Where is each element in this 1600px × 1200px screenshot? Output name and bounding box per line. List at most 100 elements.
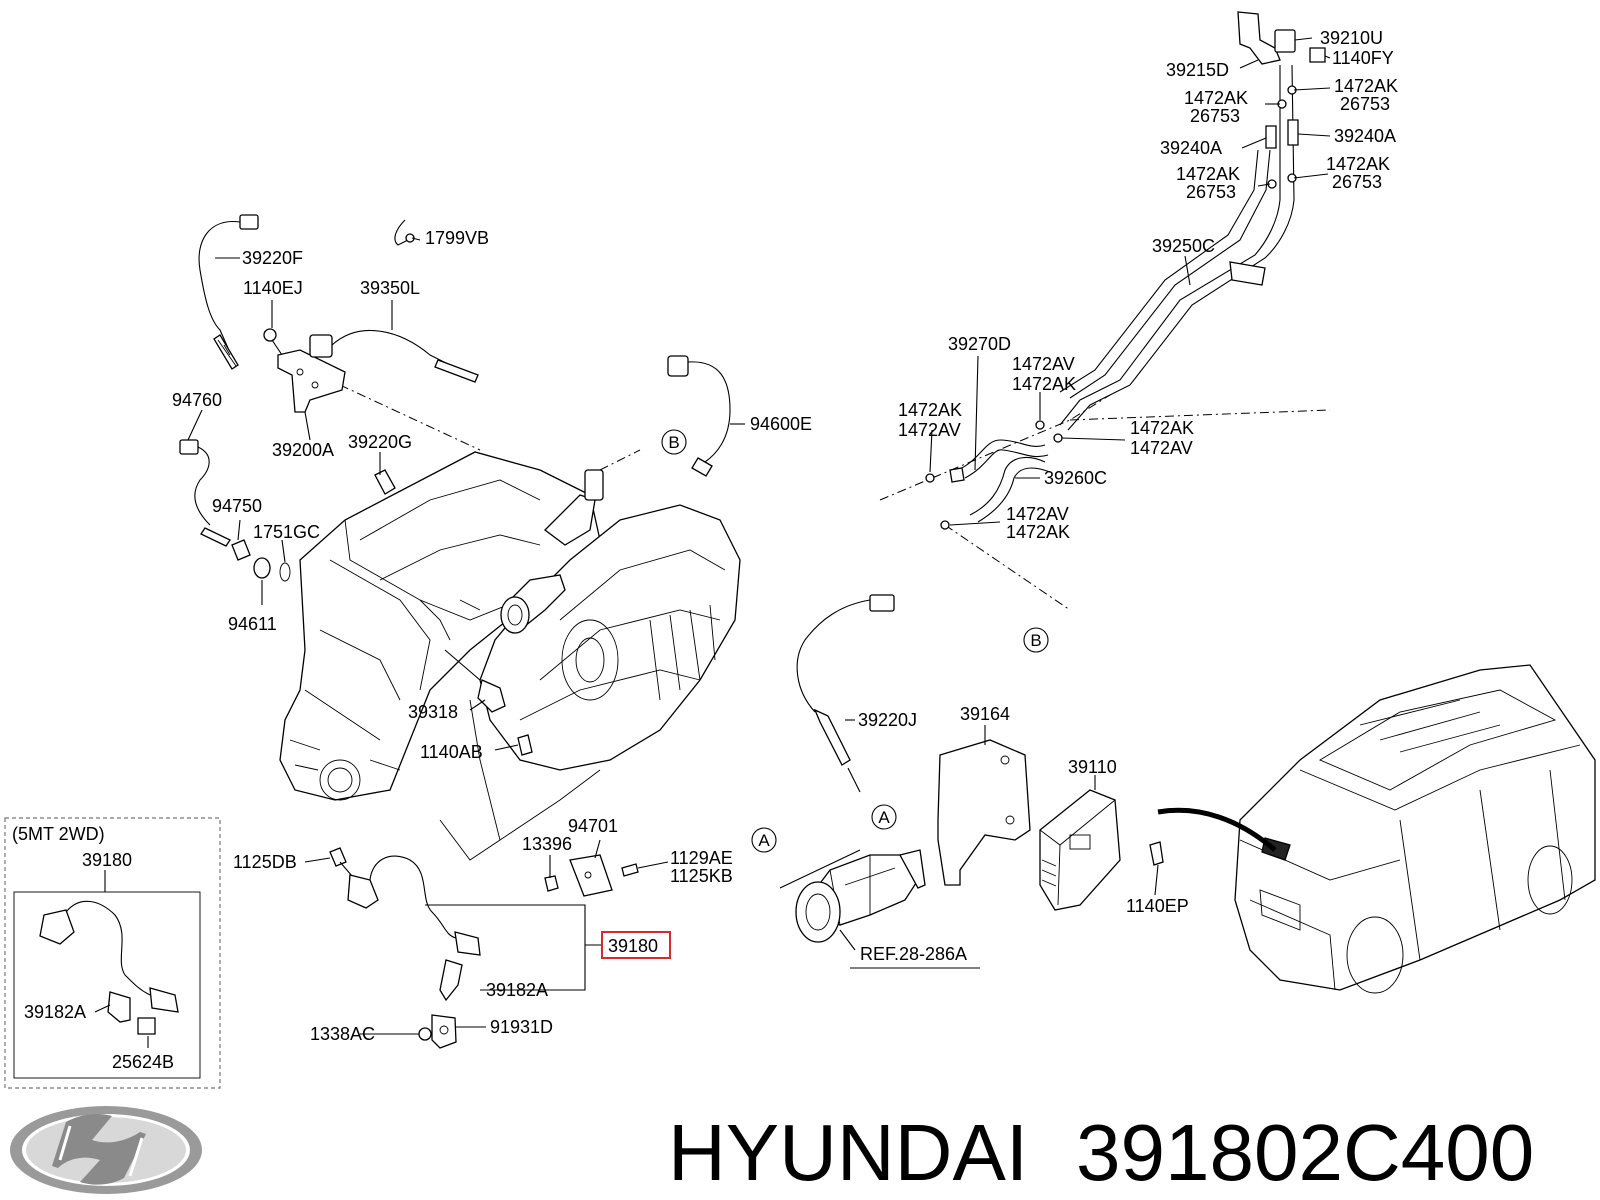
inset-label-25624b: 25624B	[112, 1052, 174, 1072]
ecu-39110[interactable]	[1039, 789, 1121, 911]
label-39318: 39318	[408, 702, 458, 722]
bolt-1140ej[interactable]	[263, 328, 283, 356]
bracket-39164[interactable]	[937, 739, 1031, 886]
bolt-1129ae-1125kb[interactable]	[621, 863, 639, 877]
inset-part-label: 39180	[82, 850, 132, 870]
brand-name: HYUNDAI	[668, 1108, 1028, 1197]
label-ref-note: REF.28-286A	[860, 944, 967, 964]
sensor-39210u[interactable]	[1274, 29, 1296, 53]
catalytic-converter[interactable]	[795, 849, 926, 943]
clip-1799vb[interactable]	[394, 219, 415, 246]
gasket-1751gc[interactable]	[279, 562, 291, 582]
van-illustration	[1234, 664, 1596, 994]
hose-39260c[interactable]	[969, 456, 1051, 523]
label-39164: 39164	[960, 704, 1010, 724]
label-1472av-a: 1472AV	[1012, 354, 1075, 374]
label-94701: 94701	[568, 816, 618, 836]
label-1472av-d: 1472AV	[1006, 504, 1069, 524]
callout-labels: 39220F 1140EJ 39350L 1799VB 94760 39200A…	[172, 28, 1398, 1044]
hyundai-logo	[10, 1106, 202, 1194]
nut-1338ac[interactable]	[418, 1027, 432, 1041]
label-1472ak-h: 1472AK	[1006, 522, 1070, 542]
bracket-94701[interactable]	[569, 854, 613, 897]
label-39220g: 39220G	[348, 432, 412, 452]
nut-13396[interactable]	[544, 875, 559, 892]
hose-39270d[interactable]	[949, 439, 1049, 483]
sensor-94760[interactable]	[179, 439, 231, 547]
sensor-94750[interactable]	[231, 539, 251, 561]
label-1472ak-e: 1472AK	[1012, 374, 1076, 394]
label-1472av-c: 1472AV	[1130, 438, 1193, 458]
highlighted-part-39180[interactable]: 39180	[601, 931, 671, 959]
bolt-1140ep[interactable]	[1149, 841, 1164, 866]
inset-label-39182a: 39182A	[24, 1002, 86, 1022]
label-1140ej: 1140EJ	[243, 278, 303, 298]
hose-assembly[interactable]	[1059, 64, 1299, 431]
label-1472av-b: 1472AV	[898, 420, 961, 440]
bolt-1140fy[interactable]	[1309, 47, 1326, 63]
label-1129ae: 1129AE	[670, 848, 733, 868]
oxygen-sensor-39350l[interactable]	[309, 330, 479, 383]
label-94600e: 94600E	[750, 414, 812, 434]
ref-circle-a-left: A	[751, 827, 777, 853]
bracket-39215d[interactable]	[1237, 11, 1281, 65]
label-1472ak-b: 1472AK	[1334, 76, 1398, 96]
label-26753-b: 26753	[1340, 94, 1390, 114]
label-94750: 94750	[212, 496, 262, 516]
inset-title: (5MT 2WD)	[12, 824, 105, 844]
label-1472ak-g: 1472AK	[1130, 418, 1194, 438]
label-39200a: 39200A	[272, 440, 334, 460]
svg-text:A: A	[878, 808, 890, 827]
bracket-91931d[interactable]	[431, 1014, 457, 1049]
label-39260c: 39260C	[1044, 468, 1107, 488]
clamps[interactable]	[925, 85, 1297, 530]
label-1472ak-d: 1472AK	[1326, 154, 1390, 174]
svg-text:A: A	[758, 831, 770, 850]
oxygen-sensor-39220f[interactable]	[198, 214, 259, 370]
inset-5mt-2wd: (5MT 2WD) 39180 39182A 25624B	[4, 817, 221, 1089]
label-1338ac: 1338AC	[310, 1024, 375, 1044]
label-94611: 94611	[228, 614, 277, 634]
label-39250c: 39250C	[1152, 236, 1215, 256]
label-1799vb: 1799VB	[425, 228, 489, 248]
label-39220f: 39220F	[242, 248, 303, 268]
label-91931d: 91931D	[490, 1017, 553, 1037]
sensor-94600e[interactable]	[667, 355, 731, 477]
bracket-39200a[interactable]	[277, 349, 346, 413]
plug-94611[interactable]	[253, 557, 271, 579]
label-1140fy: 1140FY	[1332, 48, 1394, 68]
label-39182a: 39182A	[486, 980, 548, 1000]
label-1472ak-c: 1472AK	[1176, 164, 1240, 184]
label-39240a-right: 39240A	[1334, 126, 1396, 146]
label-39215d: 39215D	[1166, 60, 1229, 80]
label-39220j: 39220J	[858, 710, 917, 730]
sensor-39220g[interactable]	[374, 469, 396, 495]
knock-sensor-39180-main[interactable]	[347, 855, 481, 1002]
label-1472ak-a: 1472AK	[1184, 88, 1248, 108]
label-39210u: 39210U	[1320, 28, 1383, 48]
svg-text:39180: 39180	[608, 936, 658, 956]
bolt-1125db[interactable]	[329, 847, 353, 877]
label-1472ak-f: 1472AK	[898, 400, 962, 420]
label-94760: 94760	[172, 390, 222, 410]
sensor-39220j[interactable]	[796, 594, 895, 793]
label-1140ep: 1140EP	[1126, 896, 1189, 916]
ref-circle-b-top: B	[661, 429, 687, 455]
ref-circle-b-right: B	[1023, 627, 1049, 653]
svg-text:B: B	[668, 433, 679, 452]
label-26753-d: 26753	[1332, 172, 1382, 192]
ref-circle-a-top: A	[871, 804, 897, 830]
label-1125db: 1125DB	[233, 852, 297, 872]
engine-assembly	[279, 384, 741, 861]
location-pointer-arrow	[1157, 807, 1277, 852]
label-26753-a: 26753	[1190, 106, 1240, 126]
svg-text:B: B	[1030, 631, 1041, 650]
sensor-39318[interactable]	[444, 649, 506, 713]
bolt-1140ab[interactable]	[517, 734, 533, 756]
part-number: 391802C400	[1076, 1108, 1534, 1197]
label-39350l: 39350L	[360, 278, 420, 298]
label-39110: 39110	[1068, 757, 1117, 777]
label-1125kb: 1125KB	[670, 866, 733, 886]
label-1140ab: 1140AB	[420, 742, 483, 762]
